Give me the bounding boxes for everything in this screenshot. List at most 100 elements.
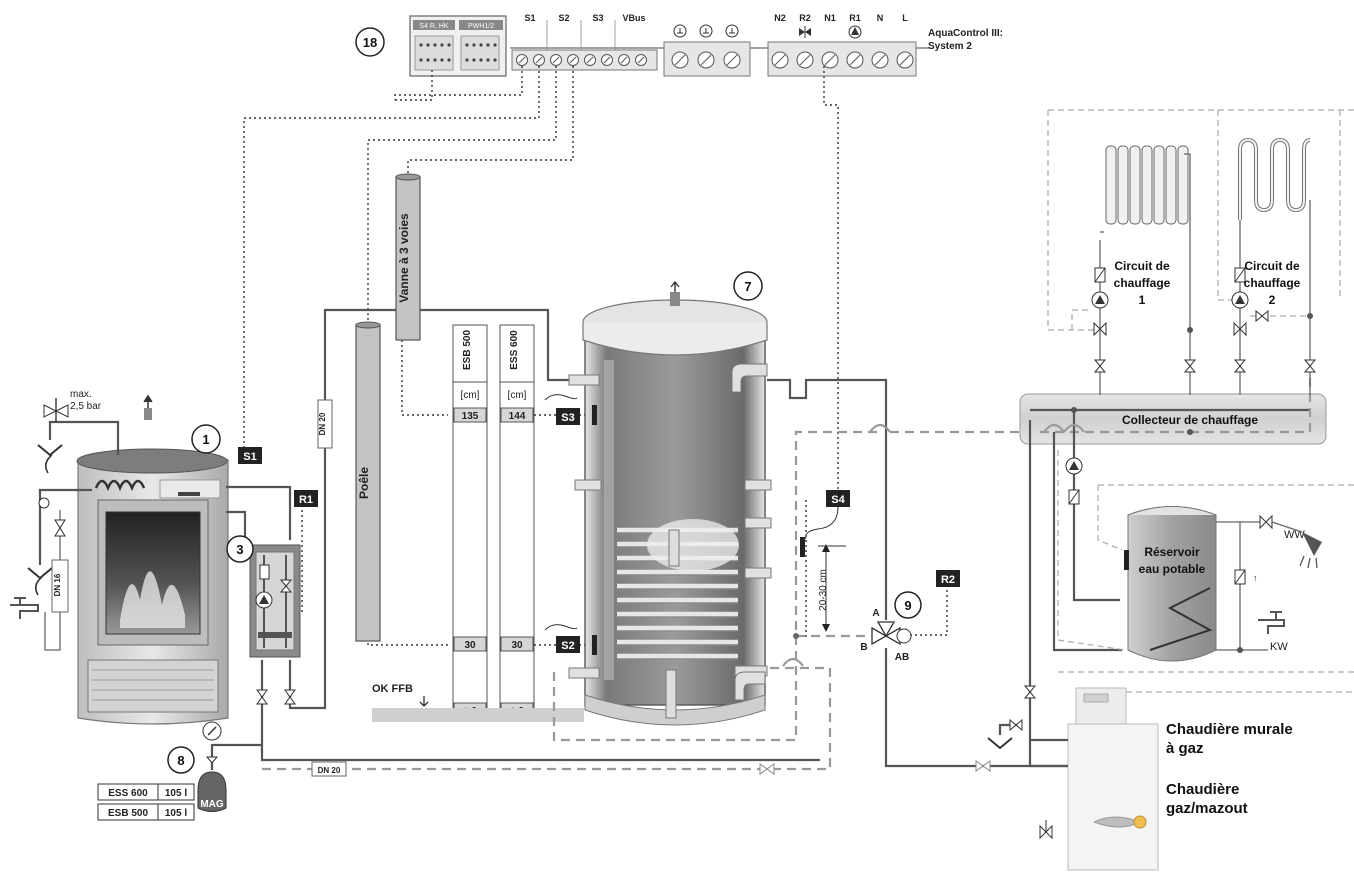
circuit2-line2: chauffage [1244,276,1301,290]
stove-supply-pipes: S1 R1 DN 20 [226,308,820,762]
ww-label: WW [1284,529,1305,541]
stove-safety-group: max. 2,5 bar DN 16 [10,389,153,651]
stove-number: 1 [202,432,209,447]
valve-symbol-icon [799,26,811,38]
poele-label: Poêle [357,467,371,499]
module-left-header [413,20,455,30]
pump-group-number: 3 [236,542,243,557]
sensor-s3-box [556,408,580,425]
boiler1-line1: Chaudière murale [1166,721,1293,738]
dhw-reservoir: Réservoir eau potable ↑ WW KW [1057,450,1354,673]
expansion-vessel: MAG 8 ESS 600 105 l ESB 500 105 l [97,721,262,821]
valve-number: 9 [904,598,911,613]
terminal-s3: S3 [592,13,603,23]
power-terminal-strip [767,41,917,77]
volume-row2-value: 105 l [165,808,187,819]
sensor-s2-box [556,636,580,653]
dhw-coil-icon [1149,587,1213,651]
terminal-n1: N1 [824,13,836,23]
module-right-pins [460,35,500,71]
circuit2-line1: Circuit de [1244,259,1300,273]
drain-funnel-icon-2 [27,567,53,580]
terminal-vbus: VBus [622,13,645,23]
scale-top-ess600: 144 [509,411,526,422]
buffer-tank: 7 [568,271,772,726]
burner-flame-icon [1133,815,1147,829]
controller-number: 18 [363,35,377,50]
sensor-s4-label: S4 [831,494,845,506]
scale-unit-ess600: [cm] [508,390,527,401]
scale-low-esb500: 30 [464,640,476,651]
controller-number-badge [355,27,385,57]
terminal-r1: R1 [849,13,861,23]
mag-label: MAG [200,799,224,810]
pump-group: 3 [226,535,301,705]
terminal-n2: N2 [774,13,786,23]
dn16-label: DN 16 [53,573,62,596]
floor-line: OK FFB [372,683,584,722]
controller-name-line1: AquaControl III: [928,28,1003,39]
module-right-header [459,20,503,30]
scale-col-ess600: ESS 600 [509,330,520,370]
shower-head-icon [1302,532,1322,556]
controller-name-line2: System 2 [928,41,972,52]
return-line-dn20: DN 20 [262,666,832,777]
sensor-r2-box [936,570,960,587]
water-tap-icon [10,604,39,619]
scale-unit-esb500: [cm] [461,390,480,401]
volume-row2-name: ESB 500 [108,808,148,819]
signal-wiring [243,66,948,646]
radiator-icon [1105,145,1189,225]
pump-symbol-icon [848,25,862,39]
boiler2-line2: gaz/mazout [1166,800,1248,817]
volume-row1-value: 105 l [165,788,187,799]
svg-text:↑: ↑ [1253,573,1258,583]
controller: 18 S4 R, HK PWH1/2 S1 S2 S3 VBu [355,13,1003,77]
terminal-s1: S1 [524,13,535,23]
boiler2-line1: Chaudière [1166,781,1239,798]
boiler1-line2: à gaz [1166,740,1204,757]
heating-circuit-2: Circuit de chauffage 2 [1217,110,1341,395]
cold-water-tap-icon [1258,619,1285,634]
collector-label: Collecteur de chauffage [1122,413,1258,427]
vanne-bar: Vanne à 3 voies [395,173,421,341]
terminal-l: L [902,13,908,23]
tank-sensors: S3 S2 [544,394,580,653]
dn20-horizontal-label: DN 20 [318,766,341,775]
sensor-r2-label: R2 [941,574,955,586]
pellet-stove: 1 [76,424,229,725]
distance-label: 20-30 cm [818,569,829,611]
module-left-pins [414,35,454,71]
expansion-number: 8 [177,753,184,768]
sensor-r1-label: R1 [299,494,313,506]
reservoir-line2: eau potable [1139,562,1206,576]
valve-port-ab: AB [895,652,909,663]
sensor-r1-box [294,490,318,507]
scale-top-esb500: 135 [462,411,479,422]
flame-icon [120,571,185,628]
air-vent-icon [143,394,153,408]
heating-collector: Collecteur de chauffage [1019,370,1327,766]
drain-funnel-icon [37,444,63,457]
floor-arrow-icon [419,696,429,707]
module-right-label: PWH1/2 [468,23,494,30]
vanne-label: Vanne à 3 voies [397,213,411,303]
sensor-s3-label: S3 [561,412,574,424]
sensor-s2-label: S2 [561,640,574,652]
valve-port-a: A [872,608,879,619]
floor-heating-loop-icon [1238,137,1311,220]
max-pressure-line1: max. [70,389,92,400]
volume-row1-name: ESS 600 [108,788,148,799]
volume-table: ESS 600 105 l ESB 500 105 l [97,783,195,821]
circuit1-line1: Circuit de [1114,259,1170,273]
valve-port-b: B [860,642,867,653]
tank-outlet-pipes: S4 20-30 cm [552,378,1068,768]
scale-low-ess600: 30 [511,640,523,651]
sensor-s1-box [238,447,262,464]
circuit2-line3: 2 [1269,293,1276,307]
gas-boiler: Chaudière murale à gaz Chaudière gaz/maz… [987,685,1354,871]
ok-ffb-label: OK FFB [372,683,413,695]
poele-bar: Poêle [355,321,381,642]
three-way-valve: A B AB 9 R2 [860,570,991,772]
